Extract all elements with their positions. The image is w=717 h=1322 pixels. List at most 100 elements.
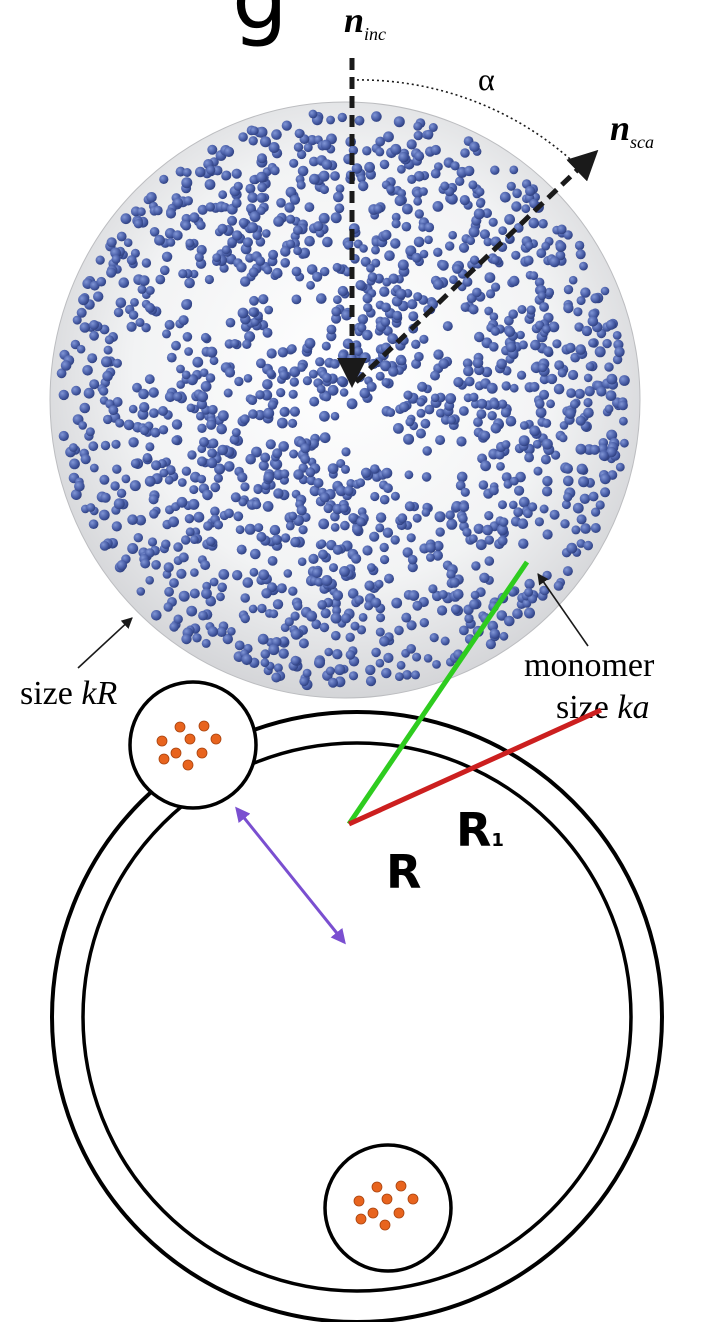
monomer-sphere: [164, 475, 174, 485]
monomer-sphere: [549, 509, 560, 520]
monomer-sphere: [332, 649, 343, 660]
monomer-sphere: [320, 139, 332, 151]
monomer-sphere: [173, 197, 184, 208]
size-kR-prefix: size: [20, 675, 81, 712]
particle: [182, 759, 194, 771]
monomer-sphere: [135, 318, 145, 327]
monomer-sphere: [491, 282, 501, 292]
monomer-sphere: [318, 518, 330, 530]
monomer-sphere: [302, 376, 312, 386]
monomer-sphere: [93, 291, 104, 302]
monomer-sphere: [490, 255, 500, 265]
monomer-sphere: [462, 277, 473, 287]
monomer-sphere: [197, 423, 207, 433]
incident-subscript: inc: [364, 24, 386, 44]
monomer-sphere: [171, 340, 181, 351]
monomer-sphere: [536, 248, 547, 259]
monomer-sphere: [332, 262, 342, 272]
particle: [367, 1207, 379, 1219]
monomer-sphere: [204, 179, 216, 190]
monomer-sphere: [87, 353, 98, 364]
monomer-sphere: [360, 256, 371, 267]
monomer-sphere: [166, 208, 176, 219]
monomer-sphere: [357, 323, 367, 333]
radius-R1-line: [347, 707, 603, 827]
monomer-sphere: [276, 198, 286, 208]
monomer-sphere: [290, 628, 302, 640]
monomer-sphere: [330, 598, 341, 609]
monomer-sphere: [371, 647, 381, 658]
monomer-sphere: [185, 527, 195, 537]
monomer-sphere: [341, 613, 352, 624]
monomer-sphere: [313, 221, 324, 232]
monomer-sphere: [489, 628, 500, 639]
monomer-sphere: [574, 240, 585, 251]
monomer-sphere: [164, 586, 175, 597]
monomer-sphere: [346, 398, 358, 410]
monomer-sphere: [407, 554, 418, 565]
monomer-sphere: [253, 485, 263, 495]
monomer-sphere: [563, 230, 573, 240]
monomer-sphere: [489, 399, 500, 410]
monomer-sphere: [430, 393, 440, 403]
monomer-sphere: [270, 165, 280, 176]
monomer-sphere: [391, 219, 401, 229]
monomer-sphere: [198, 610, 208, 621]
monomer-sphere: [362, 329, 373, 341]
monomer-sphere: [289, 449, 299, 459]
monomer-sphere: [123, 419, 135, 431]
monomer-sphere: [196, 220, 206, 230]
monomer-sphere: [490, 165, 500, 175]
monomer-sphere: [158, 406, 168, 416]
monomer-sphere: [309, 156, 319, 167]
monomer-sphere: [535, 320, 545, 330]
monomer-sphere: [288, 389, 298, 399]
monomer-sphere: [333, 191, 344, 203]
monomer-sphere: [300, 454, 311, 465]
monomer-sphere: [585, 362, 595, 371]
monomer-sphere: [562, 566, 573, 577]
monomer-sphere: [416, 428, 426, 439]
monomer-sphere: [589, 444, 600, 455]
monomer-sphere: [269, 524, 281, 536]
monomer-sphere: [605, 390, 617, 401]
monomer-sphere: [484, 306, 494, 316]
monomer-sphere: [448, 230, 458, 240]
monomer-sphere: [398, 151, 409, 163]
monomer-sphere: [230, 339, 240, 348]
monomer-sphere: [523, 255, 534, 266]
monomer-sphere: [318, 549, 328, 560]
monomer-sphere: [429, 633, 439, 643]
monomer-sphere: [300, 443, 311, 454]
monomer-sphere: [200, 381, 212, 392]
monomer-sphere: [362, 293, 373, 304]
monomer-sphere: [512, 188, 522, 199]
monomer-sphere: [99, 474, 110, 485]
monomer-sphere: [588, 491, 599, 502]
monomer-sphere: [367, 272, 378, 282]
monomer-sphere: [316, 384, 326, 394]
monomer-sphere: [557, 224, 567, 235]
monomer-sphere: [557, 368, 567, 378]
monomer-sphere: [462, 527, 472, 537]
monomer-sphere: [480, 460, 491, 472]
monomer-sphere: [379, 159, 390, 170]
particle: [174, 721, 186, 733]
monomer-sphere: [205, 202, 215, 212]
monomer-sphere: [161, 539, 171, 549]
monomer-sphere: [602, 338, 612, 349]
monomer-sphere: [213, 520, 224, 530]
monomer-sphere: [348, 513, 359, 523]
monomer-sphere: [379, 286, 390, 297]
monomer-sphere: [206, 419, 217, 430]
monomer-cluster: [56, 109, 630, 691]
monomer-sphere: [369, 531, 380, 542]
monomer-sphere: [446, 518, 458, 530]
monomer-sphere: [95, 255, 105, 265]
monomer-sphere: [500, 407, 511, 418]
monomer-sphere: [574, 388, 585, 399]
monomer-sphere: [146, 192, 157, 203]
monomer-sphere: [306, 264, 318, 275]
monomer-sphere: [194, 252, 204, 262]
monomer-sphere: [339, 503, 349, 513]
